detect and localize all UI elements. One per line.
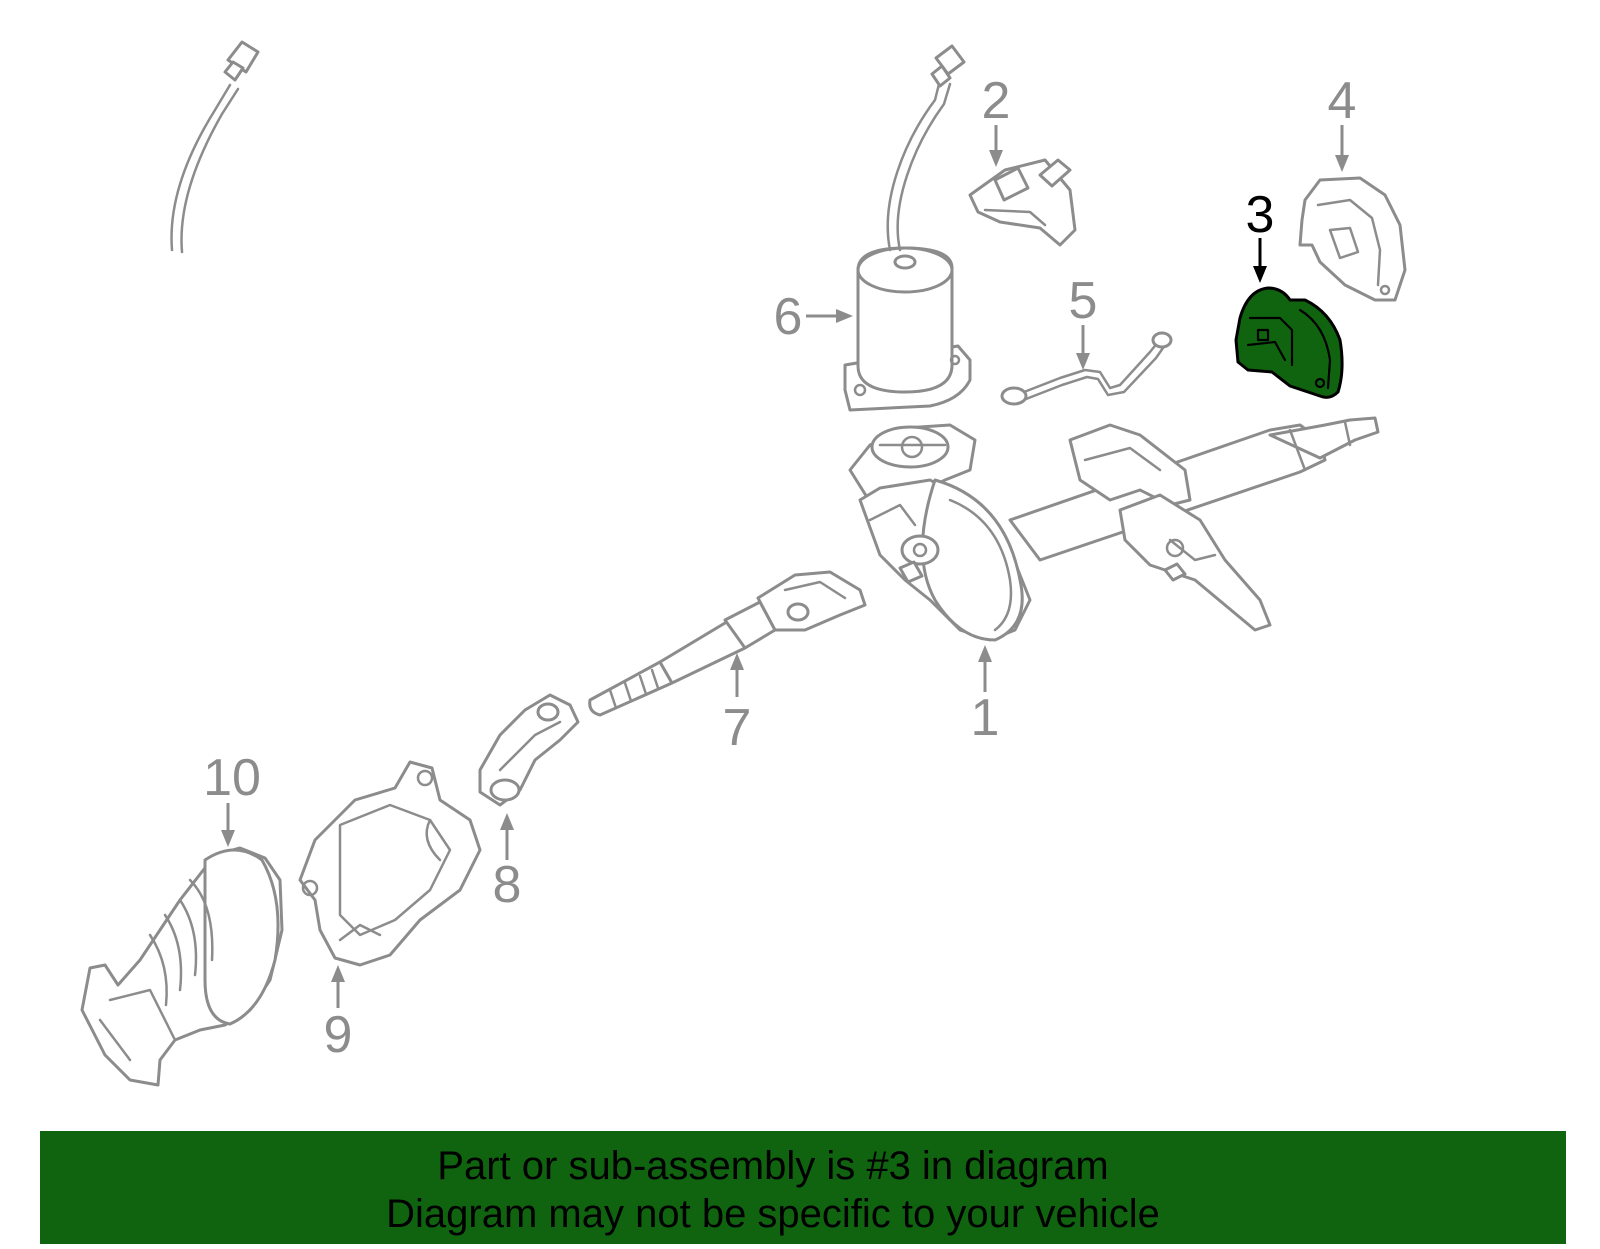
callout-3: 3 (1246, 186, 1275, 283)
steering-column-diagram: 1 2 3 4 5 6 7 8 (80, 40, 1407, 1087)
callout-5: 5 (1069, 272, 1098, 370)
svg-text:8: 8 (493, 856, 522, 914)
part-7-intermediate-shaft[interactable] (588, 570, 867, 717)
svg-text:7: 7 (723, 699, 752, 757)
part-6-motor[interactable] (170, 40, 972, 412)
callout-4: 4 (1328, 72, 1357, 172)
part-2-sensor[interactable] (968, 158, 1077, 247)
part-8-universal-joint[interactable] (478, 693, 580, 807)
callout-1: 1 (971, 645, 1000, 747)
callout-10: 10 (203, 749, 261, 847)
callout-9: 9 (324, 965, 353, 1064)
part-info-banner: Part or sub-assembly is #3 in diagram Di… (40, 1131, 1566, 1244)
part-3-body (1234, 286, 1344, 399)
svg-text:3: 3 (1246, 186, 1275, 244)
svg-text:1: 1 (971, 689, 1000, 747)
svg-text:9: 9 (324, 1006, 353, 1064)
part-1-steering-column[interactable] (848, 416, 1380, 642)
part-9-cover[interactable] (298, 760, 482, 967)
part-10-dust-boot[interactable] (80, 846, 284, 1087)
svg-text:4: 4 (1328, 72, 1357, 130)
callout-7: 7 (723, 653, 752, 757)
svg-text:6: 6 (774, 288, 803, 346)
banner-line-1: Part or sub-assembly is #3 in diagram (437, 1144, 1109, 1188)
svg-text:2: 2 (982, 72, 1011, 130)
callout-2: 2 (982, 72, 1011, 167)
part-4-cover[interactable] (1298, 176, 1407, 302)
banner-line-2: Diagram may not be specific to your vehi… (386, 1192, 1160, 1236)
svg-text:5: 5 (1069, 272, 1098, 330)
callout-8: 8 (493, 813, 522, 914)
part-5-ground-wire[interactable] (1000, 331, 1173, 406)
callout-6: 6 (774, 288, 853, 346)
svg-text:10: 10 (203, 749, 261, 807)
part-3-highlighted-switch[interactable] (1234, 286, 1344, 399)
